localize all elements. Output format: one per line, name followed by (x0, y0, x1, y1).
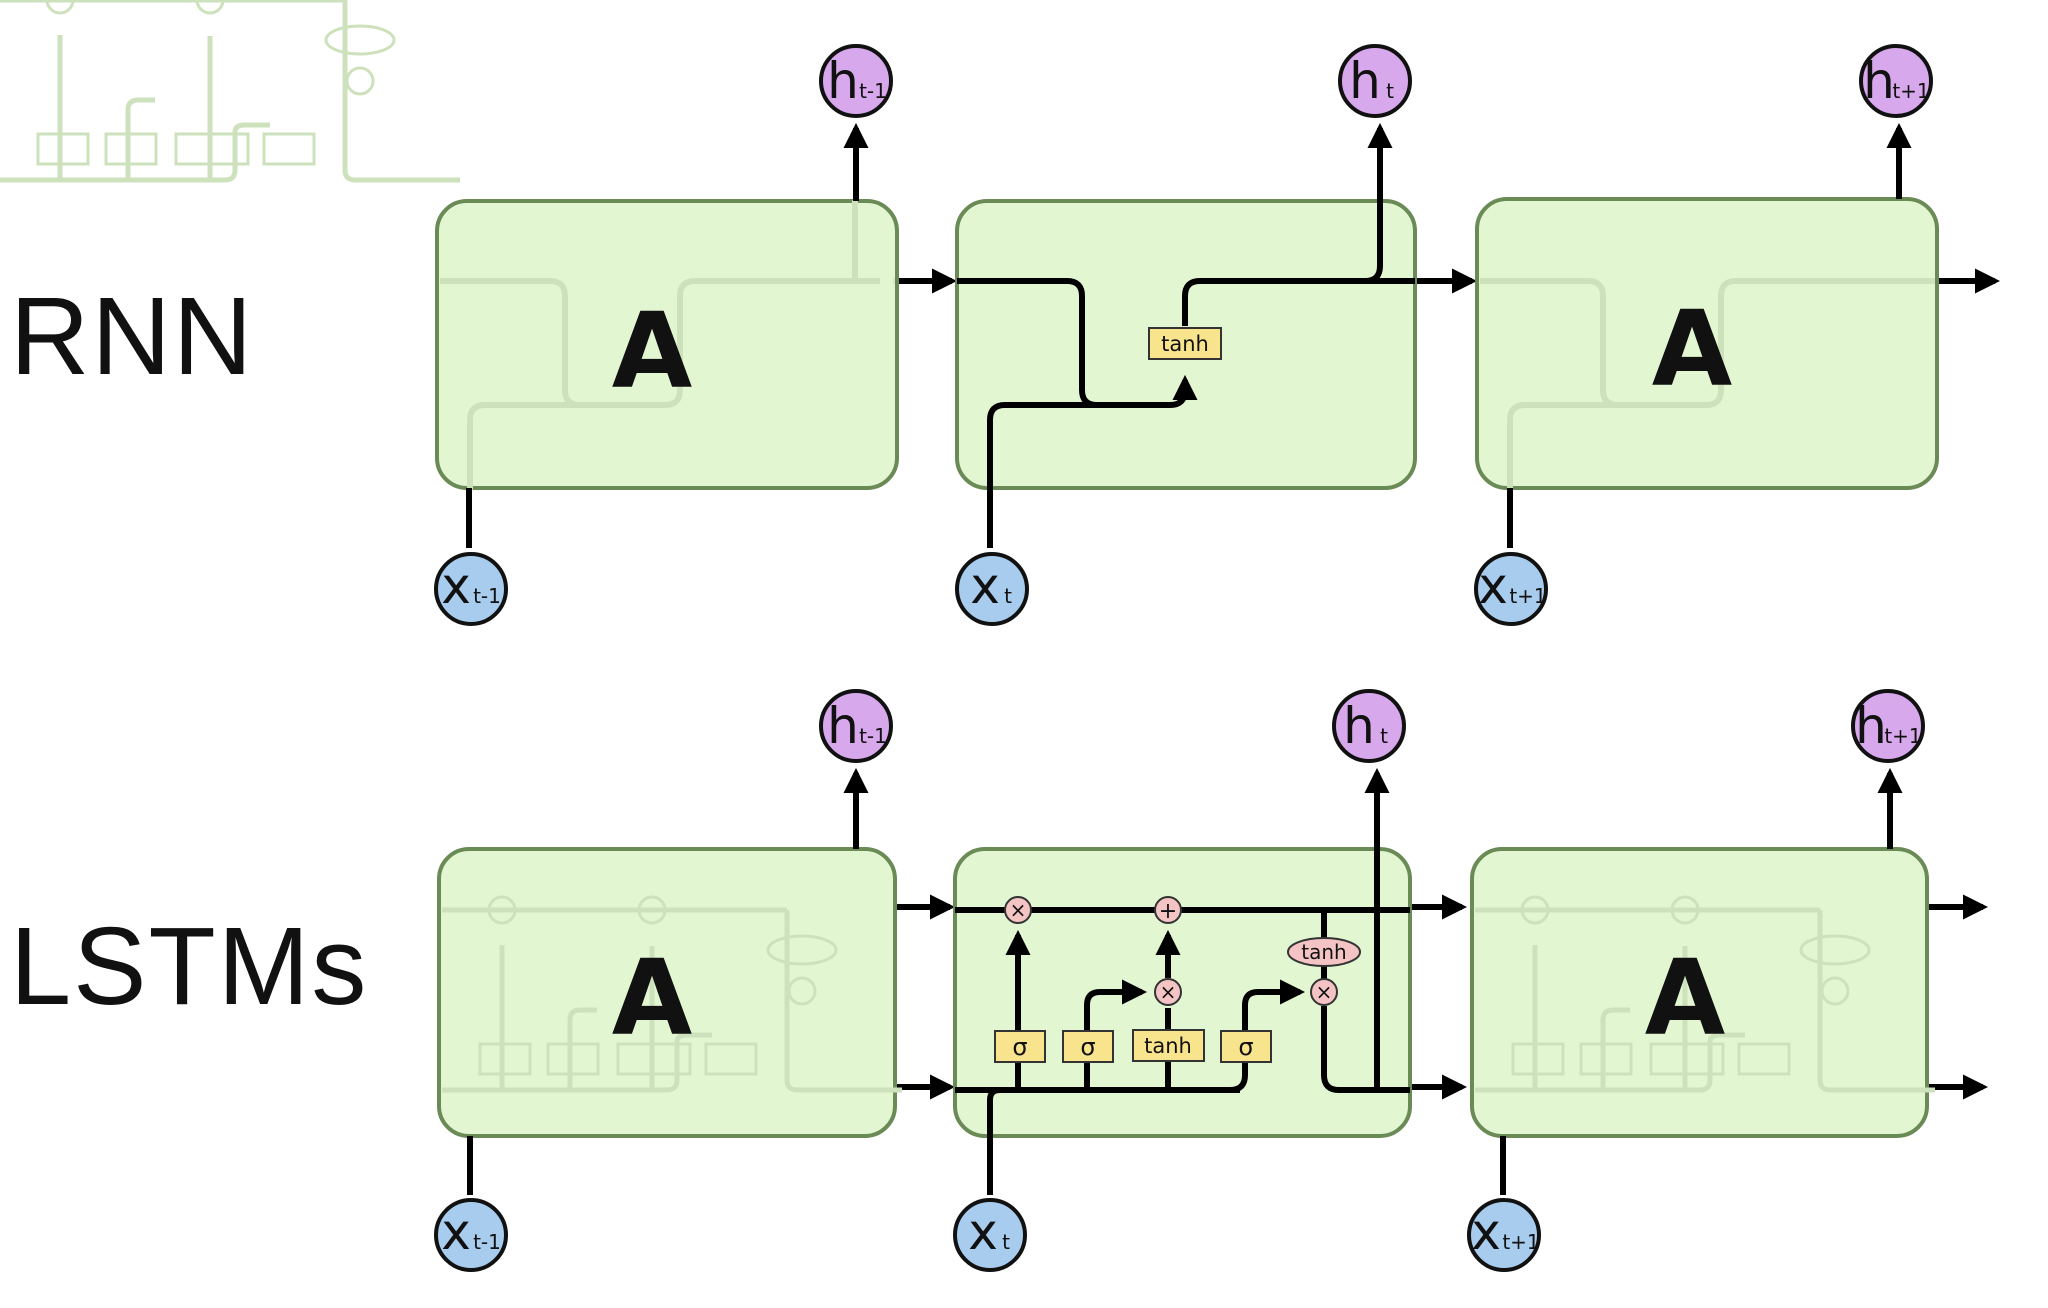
lstm-label: LSTMs (10, 905, 369, 1028)
svg-text:σ: σ (1080, 1033, 1095, 1061)
lstm-input-node-2: x t (953, 1198, 1027, 1272)
lstm-output-3-main: h (1855, 697, 1887, 755)
rnn-cell-2-hidden-wire (957, 278, 1198, 408)
lstm-gate-candidate: tanh (1132, 1029, 1205, 1062)
svg-text:×: × (1316, 980, 1333, 1004)
lstm-gate-input: σ (1062, 1030, 1114, 1063)
svg-text:σ: σ (1012, 1033, 1027, 1061)
rnn-input-node-3: x t+1 (1474, 552, 1548, 626)
lstm-input-3-sub: t+1 (1502, 1230, 1539, 1254)
lstm-output-3-sub: t+1 (1884, 724, 1921, 748)
lstm-input-node-1: x t-1 (434, 1198, 508, 1272)
rnn-input-3-main: x (1478, 557, 1508, 615)
lstm-faint-internals-template (0, 0, 460, 183)
svg-text:×: × (1010, 898, 1027, 922)
lstm-cell-1: A (437, 767, 902, 1195)
rnn-output-3-main: h (1863, 52, 1895, 110)
rnn-tanh-label: tanh (1161, 332, 1209, 356)
lstm-cell-2-box (953, 847, 1412, 1138)
lstm-input-2-sub: t (1002, 1230, 1010, 1254)
lstm-input-gate-wire (1084, 979, 1148, 1090)
lstm-cell-2: σ σ tanh σ × (953, 767, 1412, 1195)
rnn-output-node-2: h t (1338, 44, 1412, 118)
lstm-op-output-multiply: × (1310, 978, 1338, 1006)
lstm-input-node-3: x t+1 (1467, 1198, 1541, 1272)
rnn-output-3-sub: t+1 (1892, 79, 1929, 103)
rnn-output-1-sub: t-1 (859, 79, 887, 103)
lstm-cell-1-box (437, 847, 897, 1138)
lstm-output-1-sub: t-1 (859, 724, 887, 748)
lstm-cell-3: A (1470, 767, 1935, 1195)
lstm-cell-3-letter: A (1645, 937, 1726, 1059)
rnn-cell-2-input-path (987, 402, 1097, 548)
lstm-input-2-main: x (968, 1203, 998, 1261)
lstm-cell-1-letter: A (612, 937, 693, 1059)
lstm-gate-output: σ (1220, 1030, 1272, 1063)
rnn-row: A tanh A (434, 44, 2001, 626)
svg-text:×: × (1160, 980, 1177, 1004)
lstm-output-2-sub: t (1380, 724, 1388, 748)
lstm-output-gate-wire (1242, 979, 1306, 1060)
svg-text:σ: σ (1238, 1033, 1253, 1061)
lstm-cell-3-box (1470, 847, 1929, 1138)
lstm-output-node-2: h t (1332, 689, 1406, 763)
lstm-op-add: + (1154, 896, 1182, 924)
rnn-cell-2-tanh-out (1182, 122, 1393, 326)
svg-text:tanh: tanh (1144, 1034, 1192, 1058)
rnn-input-node-1: x t-1 (434, 552, 508, 626)
rnn-cell-1-letter: A (612, 290, 693, 412)
lstm-op-input-multiply: × (1154, 978, 1182, 1006)
lstm-hidden-out (1321, 1006, 1410, 1093)
rnn-output-2-main: h (1349, 52, 1381, 110)
rnn-input-1-sub: t-1 (473, 584, 501, 608)
rnn-input-1-main: x (441, 557, 471, 615)
lstm-input-1-sub: t-1 (473, 1230, 501, 1254)
lstm-output-1-main: h (827, 697, 859, 755)
rnn-input-2-main: x (970, 557, 1000, 615)
rnn-cell-3-letter: A (1652, 288, 1733, 410)
lstm-output-node-3: h t+1 (1851, 689, 1925, 763)
rnn-input-node-2: x t (955, 552, 1029, 626)
lstm-output-node-1: h t-1 (819, 689, 893, 763)
rnn-output-1-main: h (827, 52, 859, 110)
rnn-tanh-gate (1148, 327, 1222, 360)
rnn-cell-3-box (1475, 197, 1939, 490)
rnn-label: RNN (10, 275, 255, 398)
rnn-input-3-sub: t+1 (1509, 584, 1546, 608)
rnn-cell-3: A (1475, 122, 1939, 548)
rnn-output-2-sub: t (1386, 79, 1394, 103)
lstm-op-forget-multiply: × (1004, 896, 1032, 924)
rnn-cell-1: A (435, 122, 899, 548)
svg-text:tanh: tanh (1301, 940, 1346, 964)
lstm-input-1-main: x (441, 1203, 471, 1261)
lstm-row: A (0, 0, 1989, 1272)
rnn-output-node-3: h t+1 (1859, 44, 1933, 118)
svg-text:+: + (1159, 899, 1177, 924)
lstm-gate-forget: σ (994, 1030, 1046, 1063)
lstm-input-3-main: x (1471, 1203, 1501, 1261)
rnn-output-node-1: h t-1 (819, 44, 893, 118)
lstm-state-tanh: tanh (1287, 937, 1361, 967)
rnn-cell-1-box (435, 199, 899, 490)
rnn-cell-2: tanh (955, 122, 1417, 548)
rnn-input-2-sub: t (1004, 584, 1012, 608)
lstm-output-2-main: h (1343, 697, 1375, 755)
